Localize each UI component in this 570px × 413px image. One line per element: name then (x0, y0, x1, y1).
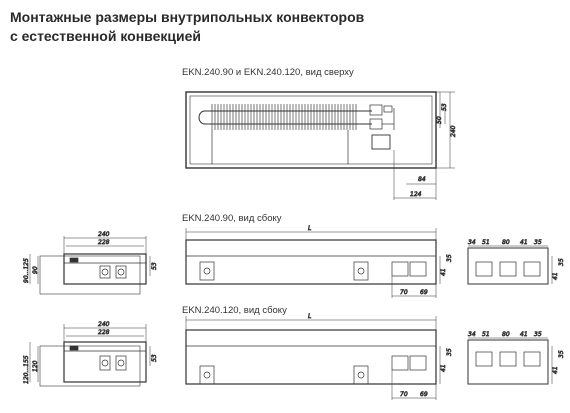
dim-front120-v41: 41 (552, 366, 559, 374)
dim-end90-228: 228 (98, 239, 110, 246)
dim-front90-80: 80 (502, 239, 510, 246)
dim-end120-228: 228 (98, 329, 110, 336)
dim-front120-35: 35 (534, 331, 542, 338)
dim-end90-240: 240 (98, 231, 110, 238)
top-inner-frame (189, 95, 433, 165)
dim-front90-35: 35 (534, 239, 542, 246)
dim-side120-L: L (308, 313, 311, 320)
dim-front90-v35: 35 (558, 258, 565, 266)
dim-front120-v35: 35 (558, 350, 565, 358)
end-view-90: 240 228 90...125 90 53 (23, 231, 158, 295)
heater-fins (211, 104, 357, 130)
dim-side90-35: 35 (446, 254, 453, 262)
dim-side90-70: 70 (400, 289, 408, 296)
dim-top-84: 84 (418, 176, 426, 183)
dim-end120-240: 240 (98, 321, 110, 328)
dim-end120-120-155: 120...155 (23, 355, 30, 384)
dim-front120-34: 34 (468, 331, 476, 338)
dim-front120-41: 41 (520, 331, 528, 338)
caption-top-view: EKN.240.90 и EKN.240.120, вид сверху (182, 67, 354, 78)
title-line-2: с естественной конвекцией (10, 28, 201, 44)
dim-side90-L: L (308, 225, 311, 232)
end-view-120: 240 228 120...155 120 53 (23, 321, 158, 387)
dim-end120-120: 120 (32, 360, 39, 372)
dim-end90-90: 90 (32, 266, 39, 274)
dim-front90-34: 34 (468, 239, 476, 246)
dim-front90-51: 51 (482, 239, 490, 246)
dim-end120-53: 53 (151, 354, 158, 362)
dim-side90-69: 69 (420, 289, 428, 296)
front-detail-90: 34 51 80 41 35 41 35 (467, 239, 565, 285)
dim-front120-80: 80 (502, 331, 510, 338)
side-view-90: L 70 69 41 35 (185, 225, 453, 298)
dim-side90-41: 41 (440, 268, 447, 276)
page-title: Монтажные размеры внутрипольных конвекто… (10, 8, 430, 46)
title-line-1: Монтажные размеры внутрипольных конвекто… (10, 9, 365, 25)
dim-side120-69: 69 (420, 391, 428, 398)
dim-side120-70: 70 (400, 391, 408, 398)
dim-top-124: 124 (410, 191, 422, 198)
dim-side120-41: 41 (440, 364, 447, 372)
dim-top-240: 240 (450, 125, 457, 137)
valve-assembly (369, 104, 395, 150)
dim-top-53: 53 (441, 103, 448, 111)
caption-side-90: EKN.240.90, вид сбоку (182, 213, 282, 224)
dim-end90-53: 53 (151, 262, 158, 270)
side-view-120: L 70 69 41 35 (185, 313, 453, 400)
dim-side120-35: 35 (446, 348, 453, 356)
top-outer-frame (185, 91, 437, 169)
front-detail-120: 34 51 80 41 35 41 35 (467, 331, 565, 385)
dim-top-50: 50 (436, 116, 443, 124)
dim-front90-v41: 41 (552, 272, 559, 280)
dim-front120-51: 51 (482, 331, 490, 338)
top-view: 53 50 240 84 124 (185, 91, 457, 200)
dim-front90-41: 41 (520, 239, 528, 246)
caption-side-120: EKN.240.120, вид сбоку (182, 305, 287, 316)
dim-end90-90-125: 90...125 (23, 258, 30, 283)
